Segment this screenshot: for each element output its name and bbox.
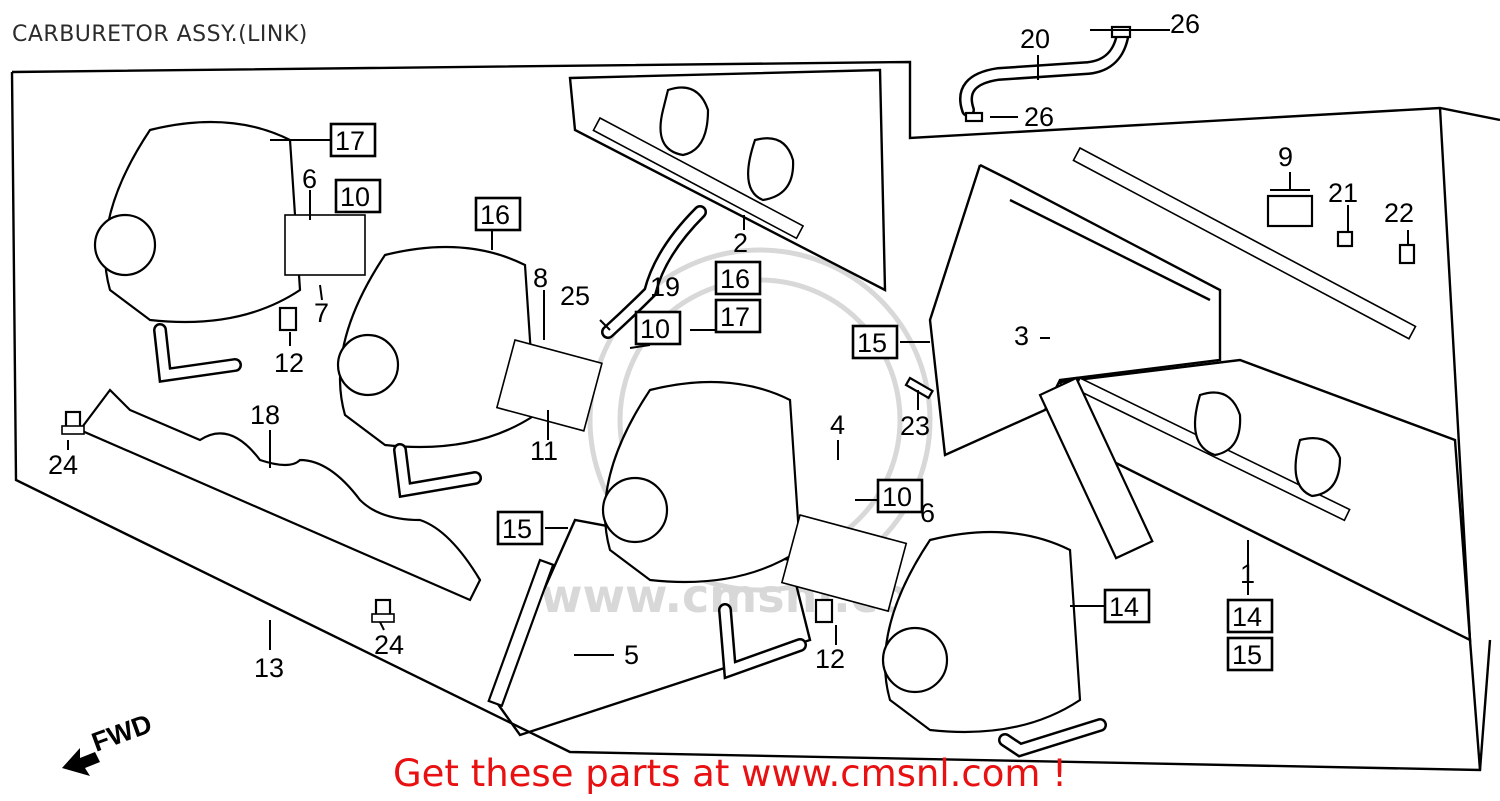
sub-frame-2 [568, 68, 887, 292]
callout-2: 2 [733, 228, 748, 258]
callout-6-left: 6 [302, 164, 317, 194]
clip-26 [964, 25, 1132, 123]
svg-text:14: 14 [1232, 602, 1262, 632]
carburetor-3 [601, 380, 802, 584]
boxed-callout-10-right: 10 [876, 478, 924, 514]
callout-21: 21 [1328, 178, 1358, 208]
svg-text:15: 15 [502, 514, 532, 544]
spring-12-right [814, 598, 834, 624]
callout-25: 25 [560, 281, 590, 311]
boxed-callout-16-left: 16 [474, 196, 522, 232]
boxed-callout-16-center: 16 [714, 260, 762, 296]
svg-text:16: 16 [480, 200, 510, 230]
svg-text:17: 17 [720, 302, 750, 332]
carburetor-4 [780, 514, 1082, 734]
fwd-direction-arrow: FWD [62, 708, 156, 776]
callout-7: 7 [314, 298, 329, 328]
spring-12-left [278, 306, 298, 332]
callout-26-bottom: 26 [1024, 102, 1054, 132]
carburetor-2 [336, 245, 603, 449]
boxed-callout-14-center: 14 [1103, 588, 1151, 624]
drain-hoses [153, 323, 1107, 758]
callout-24-lower: 24 [374, 630, 404, 660]
callout-13: 13 [254, 653, 284, 683]
screw-23 [904, 376, 935, 400]
boxed-callout-17-top: 17 [329, 122, 377, 158]
boxed-callout-10-left: 10 [334, 178, 382, 214]
callout-4: 4 [830, 410, 845, 440]
callout-22: 22 [1384, 198, 1414, 228]
callout-18: 18 [250, 400, 280, 430]
callout-19: 19 [650, 272, 680, 302]
callout-24-upper: 24 [48, 450, 78, 480]
screw-24-lower [371, 598, 395, 623]
bracket-13 [78, 388, 482, 602]
fwd-label: FWD [88, 708, 156, 757]
callout-20: 20 [1020, 24, 1050, 54]
page-title: CARBURETOR ASSY.(LINK) [12, 22, 308, 47]
promo-link-text[interactable]: Get these parts at www.cmsnl.com ! [393, 752, 1068, 795]
svg-text:10: 10 [340, 182, 370, 212]
callout-3: 3 [1014, 321, 1029, 351]
callout-12-right: 12 [815, 644, 845, 674]
callout-1: 1 [1240, 559, 1255, 589]
callout-23: 23 [900, 411, 930, 441]
boxed-callout-14-right: 14 [1226, 598, 1274, 634]
svg-text:15: 15 [1232, 640, 1262, 670]
carburetor-1 [93, 120, 366, 324]
callout-6-right: 6 [920, 498, 935, 528]
screw-22 [1398, 243, 1416, 265]
svg-text:16: 16 [720, 264, 750, 294]
callout-5: 5 [624, 640, 639, 670]
boxed-callout-10-center: 10 [634, 310, 682, 346]
callout-9: 9 [1278, 142, 1293, 172]
svg-text:10: 10 [882, 482, 912, 512]
svg-text:17: 17 [335, 126, 365, 156]
sub-frame-1 [1038, 358, 1472, 643]
screw-21 [1336, 230, 1354, 248]
callout-26-top: 26 [1170, 9, 1200, 39]
svg-text:15: 15 [857, 328, 887, 358]
leader-lines [67, 29, 1409, 656]
hose-19 [601, 205, 707, 339]
boxed-callout-15-right: 15 [1226, 636, 1274, 672]
sub-frame-5 [487, 518, 812, 737]
boxed-callout-15-upper: 15 [851, 324, 899, 360]
svg-text:10: 10 [640, 314, 670, 344]
screw-24-upper [61, 410, 85, 435]
callout-11: 11 [530, 436, 558, 466]
svg-text:14: 14 [1109, 592, 1139, 622]
boxed-callout-15-left: 15 [496, 510, 544, 546]
link-rod-9 [1072, 146, 1417, 340]
callout-12-left: 12 [274, 348, 304, 378]
hose-20 [959, 26, 1130, 117]
callout-8: 8 [533, 263, 548, 293]
boxed-callout-17-center: 17 [714, 298, 762, 334]
sub-frame-3 [928, 163, 1222, 457]
